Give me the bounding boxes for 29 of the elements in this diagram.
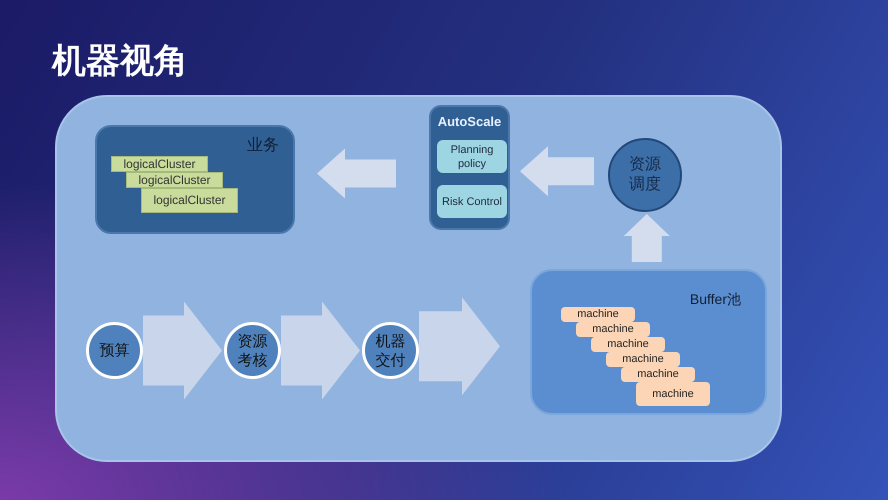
component-box: Planning policy bbox=[437, 140, 507, 173]
group-heading: Buffer池 bbox=[690, 291, 741, 309]
slide-title: 机器视角 bbox=[52, 41, 188, 82]
block-arrow bbox=[624, 214, 670, 262]
module-box bbox=[429, 105, 510, 230]
machine-card: machine bbox=[561, 307, 635, 322]
panel-background bbox=[55, 95, 782, 462]
machine-card: machine bbox=[591, 337, 665, 352]
machine-card: machine bbox=[621, 367, 695, 382]
group-heading: AutoScale bbox=[436, 114, 502, 129]
group-box bbox=[95, 125, 295, 234]
pool-box bbox=[530, 269, 767, 415]
block-arrow bbox=[317, 148, 396, 198]
component-box: Risk Control bbox=[437, 185, 507, 218]
block-arrow bbox=[143, 302, 222, 400]
step-circle: 预算 bbox=[86, 322, 143, 379]
scheduler-circle: 资源调度 bbox=[608, 138, 682, 212]
machine-card: machine bbox=[606, 352, 680, 367]
step-circle: 机器交付 bbox=[362, 322, 419, 379]
step-circle: 资源考核 bbox=[224, 322, 281, 379]
cluster-card: logicalCluster bbox=[111, 156, 208, 172]
block-arrow bbox=[281, 302, 360, 400]
machine-card: machine bbox=[636, 382, 710, 406]
block-arrow bbox=[520, 146, 594, 196]
machine-card: machine bbox=[576, 322, 650, 337]
group-heading: 业务 bbox=[247, 136, 279, 156]
block-arrow bbox=[419, 297, 500, 396]
cluster-card: logicalCluster bbox=[126, 172, 223, 188]
cluster-card: logicalCluster bbox=[141, 188, 238, 213]
